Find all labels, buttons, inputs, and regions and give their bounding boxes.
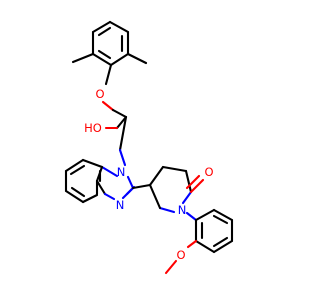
bond <box>91 52 113 67</box>
bond <box>101 100 115 112</box>
methoxyphenyl-ring <box>164 208 234 275</box>
methyl-bond <box>71 52 95 64</box>
lactam-nitrogen-label: N <box>178 203 187 217</box>
bond <box>100 165 119 178</box>
bond <box>181 190 193 205</box>
bond <box>158 206 176 214</box>
ether-oxygen-label: O <box>95 87 104 101</box>
bond <box>104 63 113 86</box>
bond <box>131 183 152 190</box>
bond <box>186 239 198 249</box>
bond <box>103 192 116 201</box>
methyl-bond <box>126 52 148 65</box>
bond <box>185 174 201 190</box>
bond <box>212 214 229 225</box>
hydroxyl-label: HO <box>84 121 102 135</box>
pyrrolidinone-ring <box>131 165 205 214</box>
dimethylphenyl-ring <box>71 20 148 67</box>
bond <box>81 193 99 204</box>
bond <box>194 208 216 222</box>
bond <box>126 175 135 190</box>
lactam-oxygen-label: O <box>204 165 213 179</box>
bond <box>64 189 85 204</box>
bond <box>91 20 112 34</box>
bond <box>69 164 86 176</box>
bond <box>185 211 198 222</box>
benzimidazole-n3-label: N <box>116 198 125 212</box>
bond <box>95 179 107 196</box>
bond <box>97 49 112 60</box>
bond <box>64 158 85 173</box>
bond <box>189 178 205 194</box>
bond <box>118 115 128 152</box>
structure-diagram: O HO N N O N O <box>64 20 234 275</box>
bond <box>212 239 234 254</box>
bond <box>161 165 188 173</box>
bond <box>194 239 216 254</box>
bond <box>212 236 229 248</box>
bond <box>164 259 178 275</box>
benzimidazole-n1-label: N <box>117 165 126 179</box>
bond <box>70 186 86 198</box>
bond <box>109 52 130 67</box>
bond <box>108 20 130 34</box>
bond <box>212 208 234 222</box>
bond <box>118 148 127 167</box>
benzimidazole-ring <box>64 158 136 204</box>
molecule-canvas: O HO N N O N O <box>64 20 234 275</box>
bond <box>148 183 162 210</box>
bond <box>148 165 165 187</box>
hydroxypropyl-linker <box>101 63 128 167</box>
bond <box>111 108 128 119</box>
bond <box>184 169 193 194</box>
bond <box>81 158 104 169</box>
methoxy-oxygen-label: O <box>176 248 185 262</box>
bond <box>115 115 128 130</box>
bond <box>97 26 112 37</box>
